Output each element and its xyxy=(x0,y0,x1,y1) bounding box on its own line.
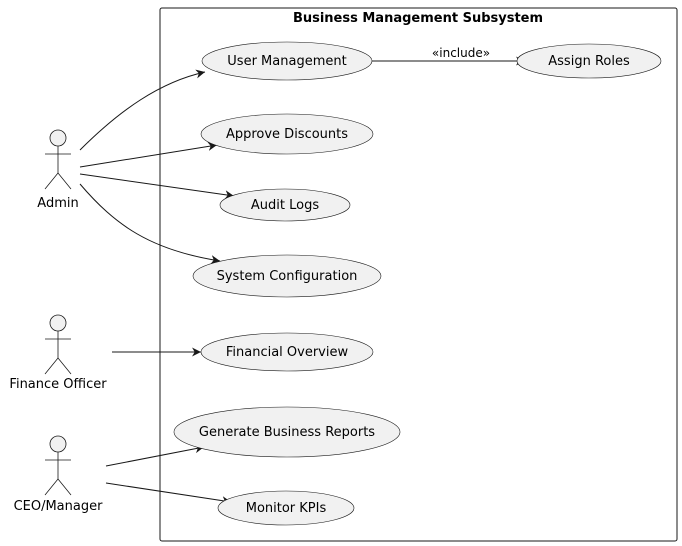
relation-admin-to-approve_discounts xyxy=(79,141,218,168)
include-label: «include» xyxy=(432,46,490,60)
relations-layer: «include» xyxy=(79,46,525,506)
relation-admin-to-audit_logs xyxy=(79,173,235,200)
usecase-label: Audit Logs xyxy=(251,198,319,213)
usecase-label: Assign Roles xyxy=(548,54,630,69)
relation-ceo-to-gen_reports xyxy=(105,444,205,467)
actor-admin[interactable]: Admin xyxy=(37,129,79,211)
usecase-audit-logs[interactable]: Audit Logs xyxy=(219,188,351,222)
actor-head-icon xyxy=(49,435,67,453)
usecase-label: System Configuration xyxy=(217,269,358,284)
usecase-monitor-kpis[interactable]: Monitor KPIs xyxy=(217,490,355,526)
system-title: Business Management Subsystem xyxy=(293,11,543,26)
usecase-user-management[interactable]: User Management xyxy=(201,41,373,81)
usecase-label: Generate Business Reports xyxy=(199,425,375,440)
usecases-layer: User Management Assign Roles Approve Dis… xyxy=(173,41,662,526)
actor-finance-officer[interactable]: Finance Officer xyxy=(9,314,107,392)
usecase-label: Approve Discounts xyxy=(226,127,348,142)
relation-ceo-to-monitor_kpis xyxy=(105,482,232,506)
usecase-generate-business-reports[interactable]: Generate Business Reports xyxy=(173,406,401,458)
actor-label: CEO/Manager xyxy=(14,499,104,514)
actor-head-icon xyxy=(49,314,67,332)
usecase-assign-roles[interactable]: Assign Roles xyxy=(516,43,662,79)
actor-ceo-manager[interactable]: CEO/Manager xyxy=(14,435,104,514)
relation-admin-to-sys_config xyxy=(79,183,221,265)
actor-head-icon xyxy=(49,129,67,147)
usecase-financial-overview[interactable]: Financial Overview xyxy=(200,332,374,372)
actors-layer: Admin Finance Officer CEO/Manager xyxy=(9,129,107,514)
relation-admin-to-user_mgmt xyxy=(79,69,206,151)
usecase-approve-discounts[interactable]: Approve Discounts xyxy=(200,113,374,155)
usecase-system-configuration[interactable]: System Configuration xyxy=(192,254,382,298)
usecase-label: Monitor KPIs xyxy=(246,501,327,516)
actor-label: Finance Officer xyxy=(9,377,107,392)
usecase-label: User Management xyxy=(227,54,346,69)
actor-label: Admin xyxy=(37,196,78,211)
usecase-label: Financial Overview xyxy=(226,345,349,360)
